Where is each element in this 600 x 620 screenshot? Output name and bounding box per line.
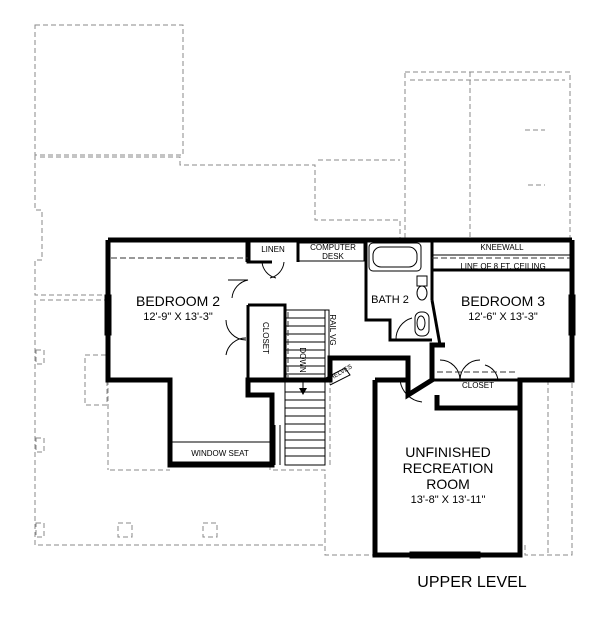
recreation-line3: ROOM	[426, 476, 470, 492]
closet-label-bedroom3: CLOSET	[462, 381, 494, 390]
doors	[225, 261, 499, 403]
level-title: UPPER LEVEL	[417, 574, 526, 591]
kneewall-label: KNEEWALL	[480, 243, 524, 252]
stairs-down-label: DOWN	[298, 347, 307, 373]
computer-desk-label-1: COMPUTER	[310, 243, 356, 252]
linen-label: LINEN	[261, 245, 285, 254]
exterior-walls	[105, 237, 575, 558]
bedroom2-dims: 12'-9" X 13'-3"	[143, 311, 213, 323]
closet-label-vertical: CLOSET	[261, 322, 270, 354]
bedroom2-name: BEDROOM 2	[136, 293, 220, 309]
computer-desk-label-2: DESK	[322, 252, 344, 261]
bedroom3-dims: 12'-6" X 13'-3"	[468, 311, 538, 323]
recreation-dims: 13'-8" X 13'-11"	[411, 494, 486, 506]
recreation-line1: UNFINISHED	[405, 444, 491, 460]
stairs[interactable]	[274, 309, 330, 466]
recreation-line2: RECREATION	[403, 460, 494, 476]
bedroom3-name: BEDROOM 3	[461, 293, 545, 309]
rail-label: RAIL VG	[328, 314, 337, 345]
windows	[104, 294, 576, 559]
window-seat-label: WINDOW SEAT	[191, 449, 249, 458]
built-ins	[111, 242, 570, 463]
ceiling-line-label: LINE OF 8 FT. CEILING	[460, 262, 545, 271]
bath-fixtures	[368, 242, 430, 337]
bath2-name: BATH 2	[371, 294, 409, 306]
